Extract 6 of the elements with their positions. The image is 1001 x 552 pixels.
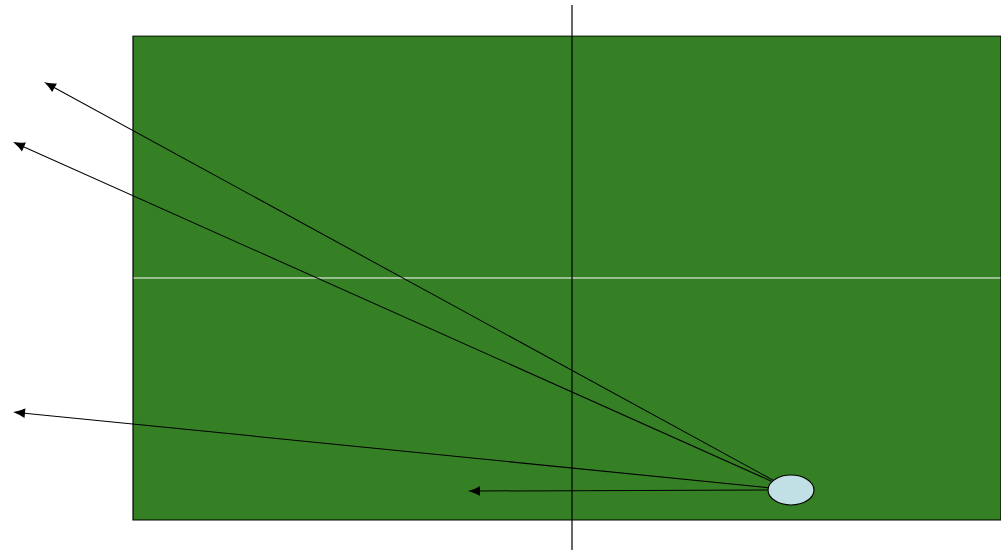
table-drawing — [132, 35, 1001, 521]
arrow — [14, 142, 772, 482]
arrow — [469, 486, 768, 496]
ball — [767, 474, 815, 506]
arrow — [14, 408, 769, 489]
arrow — [45, 82, 774, 481]
